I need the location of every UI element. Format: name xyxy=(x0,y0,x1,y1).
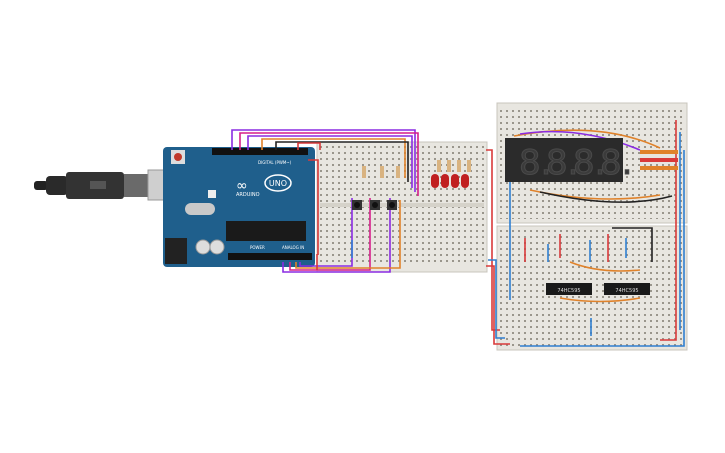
svg-text:∞: ∞ xyxy=(236,178,248,194)
digital-header xyxy=(212,148,308,155)
analog-header xyxy=(228,253,312,260)
led-4[interactable] xyxy=(461,174,469,188)
shift-register-chip-1[interactable]: 74HC595 xyxy=(546,283,592,295)
microcontroller-chip xyxy=(226,221,306,241)
digit-2: 8. xyxy=(546,143,578,183)
power-label: POWER xyxy=(250,245,265,250)
digit-3: 8. xyxy=(573,143,605,183)
chip-2-label: 74HC595 xyxy=(615,288,638,294)
led-group[interactable] xyxy=(431,174,469,188)
digital-label: DIGITAL (PWM~) xyxy=(258,160,292,165)
resistors[interactable] xyxy=(362,150,678,178)
uno-logo-text: UNO xyxy=(269,179,287,188)
chip-1-label: 74HC595 xyxy=(557,288,580,294)
shift-register-chip-2[interactable]: 74HC595 xyxy=(604,283,650,295)
wires[interactable] xyxy=(231,120,685,347)
main-breadboard[interactable] xyxy=(316,141,488,273)
digit-4: 8. xyxy=(600,143,632,183)
push-buttons[interactable] xyxy=(352,200,397,210)
led-3[interactable] xyxy=(451,174,459,188)
led-2[interactable] xyxy=(441,174,449,188)
usb-cable[interactable] xyxy=(34,169,175,201)
arduino-logo: ∞ UNO ARDUINO xyxy=(236,174,292,198)
arduino-brand-text: ARDUINO xyxy=(236,192,260,198)
led-1[interactable] xyxy=(431,174,439,188)
digit-1: 8. xyxy=(519,143,551,183)
arduino-board[interactable]: ∞ UNO ARDUINO DIGITAL (PWM~) POWER ANALO… xyxy=(163,147,315,267)
power-jack xyxy=(165,238,187,264)
analog-label: ANALOG IN xyxy=(282,245,304,250)
seven-segment-display[interactable]: 8. 8. 8. 8. xyxy=(505,138,633,184)
